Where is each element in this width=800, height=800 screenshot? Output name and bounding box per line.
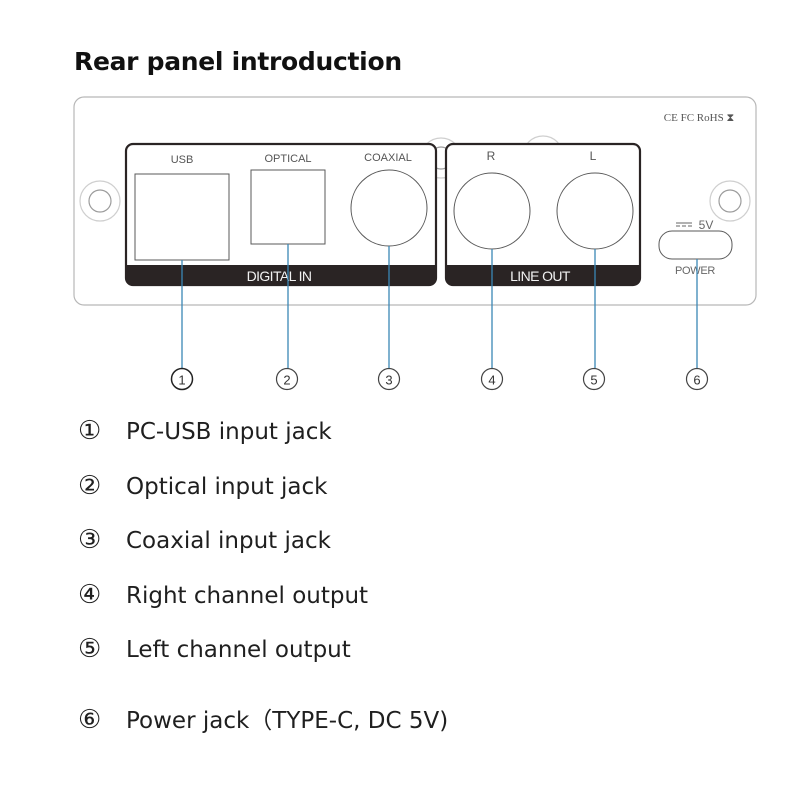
legend-item-left-output: ⑤ Left channel output [78, 634, 351, 664]
callout-2: 2 [275, 367, 299, 391]
legend-item-optical: ② Optical input jack [78, 471, 327, 501]
left-channel-rca-port [556, 172, 634, 250]
right-channel-label: R [487, 149, 496, 163]
certification-marks: CE FC RoHS ⧗ [664, 112, 734, 124]
svg-text:2: 2 [283, 373, 290, 388]
callout-5: 5 [582, 367, 606, 391]
callout-6: 6 [685, 367, 709, 391]
coaxial-port [350, 169, 428, 247]
legend-item-coaxial: ③ Coaxial input jack [78, 525, 331, 555]
optical-label: OPTICAL [264, 153, 311, 165]
legend-text: PC-USB input jack [126, 419, 332, 445]
dc-symbol-icon [676, 222, 692, 227]
usb-c-power-port [658, 230, 733, 260]
svg-text:4: 4 [488, 373, 495, 388]
legend-number: ① [78, 416, 102, 446]
legend-text: Right channel output [126, 583, 369, 609]
legend-number: ② [78, 471, 102, 501]
callout-1: ① 1 [170, 367, 194, 391]
usb-port [134, 173, 230, 261]
coaxial-label: COAXIAL [364, 152, 412, 164]
line-out-label: LINE OUT [510, 268, 571, 284]
left-channel-label: L [590, 149, 597, 163]
rear-panel-diagram: DIGITAL IN USB OPTICAL COAXIAL LINE OUT … [73, 96, 757, 391]
leader-lines [181, 244, 698, 368]
digital-in-label: DIGITAL IN [247, 268, 312, 284]
power-label: POWER [675, 265, 715, 277]
right-channel-rca-port [453, 172, 531, 250]
svg-text:5: 5 [590, 373, 597, 388]
svg-text:6: 6 [693, 373, 700, 388]
legend-text: Optical input jack [126, 474, 328, 500]
svg-text:3: 3 [385, 373, 392, 388]
legend-item-right-output: ④ Right channel output [78, 580, 368, 610]
power-voltage-label: 5V [699, 218, 714, 232]
legend-text: Left channel output [126, 637, 351, 663]
screw-right [709, 180, 751, 222]
optical-port [250, 169, 326, 245]
callout-4: 4 [480, 367, 504, 391]
callout-3: 3 [377, 367, 401, 391]
legend-item-usb: ① PC-USB input jack [78, 416, 332, 446]
legend-number: ③ [78, 525, 102, 555]
legend-number: ④ [78, 580, 102, 610]
legend-item-power: ⑥ Power jack（TYPE-C, DC 5V) [78, 701, 448, 735]
usb-label: USB [171, 154, 194, 166]
legend-text: Coaxial input jack [126, 528, 331, 554]
page-title: Rear panel introduction [74, 47, 402, 76]
legend-text: Power jack（TYPE-C, DC 5V) [126, 708, 449, 734]
legend-number: ⑥ [78, 705, 102, 735]
legend-number: ⑤ [78, 634, 102, 664]
svg-text:1: 1 [178, 373, 185, 388]
screw-left [79, 180, 121, 222]
